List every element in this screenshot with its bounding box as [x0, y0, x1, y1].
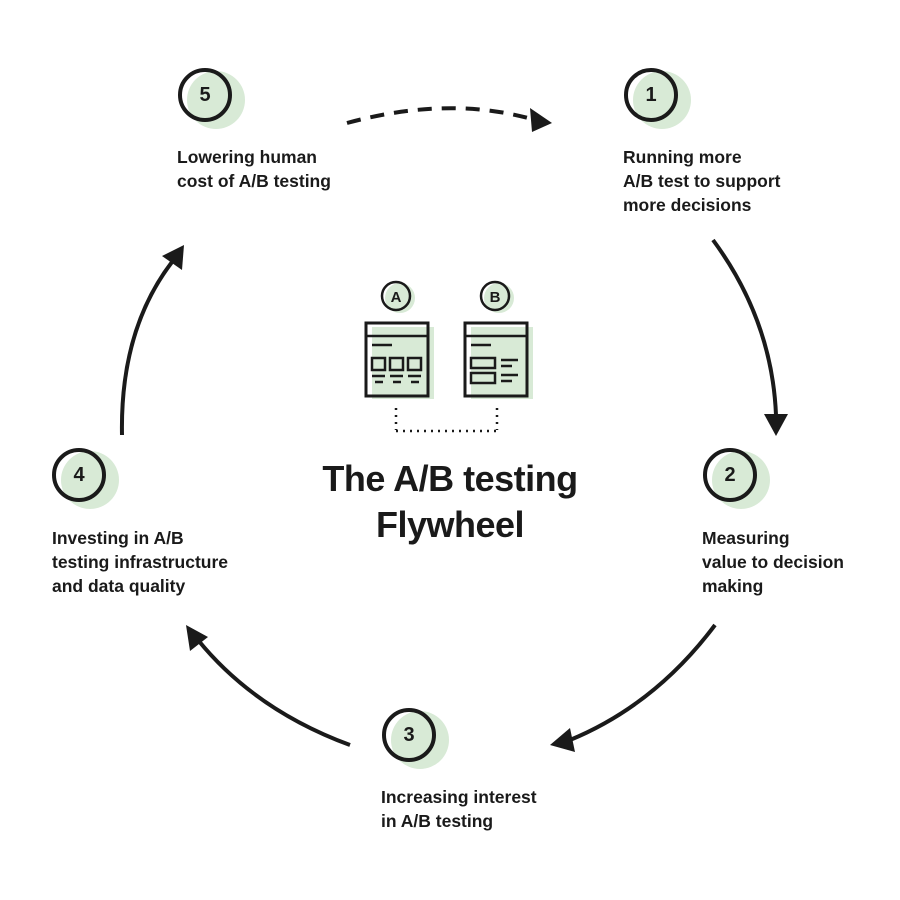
step-4-badge: 4	[52, 448, 119, 514]
arrowhead-1-to-2	[764, 414, 788, 436]
arrowhead-4-to-5	[162, 245, 184, 270]
variant-a-page-icon	[364, 321, 434, 399]
step-1-label: Running more A/B test to support more de…	[623, 147, 781, 215]
variant-a-badge: A	[380, 280, 415, 313]
diagram-title-line-1: The A/B testing	[322, 458, 578, 499]
arrowhead-5-to-1	[530, 108, 552, 132]
ab-dotted-connector	[394, 408, 499, 433]
step-1-badge: 1	[624, 68, 691, 134]
diagram-title-line-2: Flywheel	[375, 504, 525, 545]
variant-b-badge: B	[479, 280, 514, 313]
step-3-label: Increasing interest in A/B testing	[381, 787, 537, 831]
step-2-label: Measuring value to decision making	[702, 528, 844, 596]
step-5-number: 5	[178, 68, 232, 122]
step-1-number: 1	[624, 68, 678, 122]
step-5-label: Lowering human cost of A/B testing	[177, 147, 331, 191]
arrowhead-2-to-3	[550, 728, 575, 752]
arrow-2-to-3	[569, 623, 717, 742]
step-4-label: Investing in A/B testing infrastructure …	[52, 528, 228, 596]
step-3-number: 3	[382, 708, 436, 762]
step-5-badge: 5	[178, 68, 245, 134]
variant-b-label: B	[490, 289, 501, 306]
step-2-number: 2	[703, 448, 757, 502]
arrowhead-3-to-4	[186, 625, 208, 651]
arrow-1-to-2	[711, 238, 778, 416]
arrow-3-to-4	[196, 638, 351, 747]
step-2-badge: 2	[703, 448, 770, 514]
diagram-title: The A/B testing Flywheel	[250, 456, 650, 548]
step-3-badge: 3	[382, 708, 449, 774]
arrow-4-to-5	[119, 260, 174, 436]
variant-a-label: A	[391, 289, 402, 306]
step-4-number: 4	[52, 448, 106, 502]
variant-b-page-icon	[463, 321, 533, 399]
arrow-5-to-1	[346, 106, 536, 125]
